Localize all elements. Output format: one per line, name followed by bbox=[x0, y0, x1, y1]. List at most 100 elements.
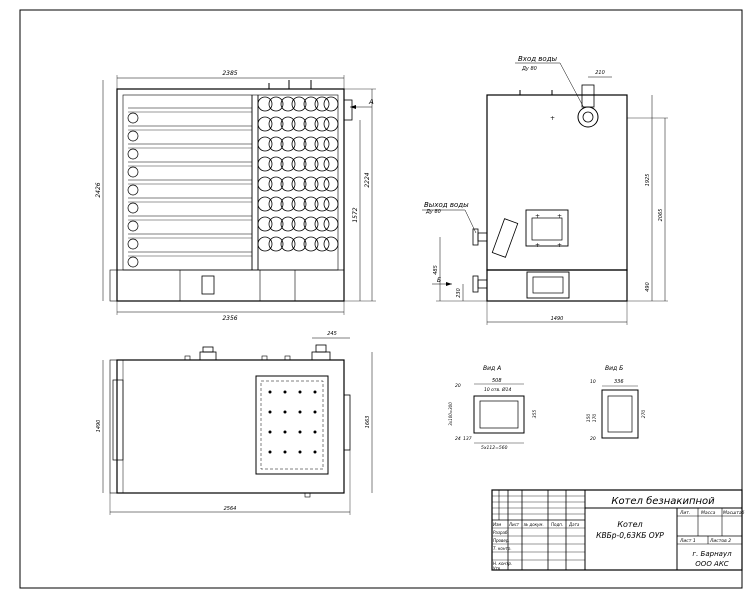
view-a: Вид А 508 10 отв. Ø14 3х100=300 355 24 1… bbox=[448, 365, 538, 451]
header-tube bbox=[127, 202, 139, 214]
tube bbox=[268, 156, 284, 172]
tube bbox=[314, 96, 330, 112]
tube bbox=[268, 96, 284, 112]
view-b-dim-270: 270 bbox=[641, 410, 647, 419]
view-b-title: Вид Б bbox=[605, 365, 623, 372]
tube bbox=[314, 236, 330, 252]
view-a-dim-20: 20 bbox=[455, 383, 461, 389]
ash-door bbox=[201, 275, 215, 295]
tube bbox=[280, 216, 296, 232]
tb-product: Котел безнакипной bbox=[611, 495, 715, 507]
tube bbox=[280, 156, 296, 172]
bolt-hole bbox=[283, 450, 287, 454]
tb-row-tkontr: Т. контр. bbox=[493, 546, 512, 551]
tb-col-izm: Изм bbox=[493, 522, 501, 527]
header-tube bbox=[127, 130, 139, 142]
tb-city: г. Барнаул bbox=[692, 550, 732, 558]
bolt-hole bbox=[268, 390, 272, 394]
dim-front-width-top: 2385 bbox=[222, 70, 237, 77]
bolt-hole bbox=[313, 410, 317, 414]
tube bbox=[257, 216, 273, 232]
tube bbox=[303, 136, 319, 152]
dim-245: 245 bbox=[327, 331, 337, 337]
dim-1663: 1663 bbox=[365, 416, 371, 429]
tube bbox=[257, 96, 273, 112]
side-view: + + + + + Вход воды Ду 80 Выход воды Ду … bbox=[422, 55, 668, 325]
bolt-hole bbox=[313, 390, 317, 394]
tube bbox=[323, 216, 339, 232]
tube bbox=[323, 116, 339, 132]
tube bbox=[257, 176, 273, 192]
plan-view-casing bbox=[116, 359, 345, 494]
front-view-casing bbox=[116, 88, 345, 302]
tube bbox=[257, 116, 273, 132]
tube bbox=[323, 196, 339, 212]
tube bbox=[291, 176, 307, 192]
tube bbox=[280, 96, 296, 112]
tube bbox=[257, 136, 273, 152]
tube bbox=[268, 196, 284, 212]
tb-col-date: Дата bbox=[568, 522, 580, 527]
tube bbox=[291, 156, 307, 172]
dim-1925: 1925 bbox=[645, 174, 651, 187]
tb-col-sign: Подп. bbox=[551, 522, 563, 527]
dim-230: 230 bbox=[456, 288, 462, 298]
view-a-dim-bottom: 5х112=560 bbox=[481, 445, 508, 451]
dim-485: 485 bbox=[433, 265, 439, 275]
tube bbox=[268, 176, 284, 192]
dim-front-height-1572: 1572 bbox=[352, 207, 359, 222]
tube bbox=[291, 116, 307, 132]
bolt-hole bbox=[283, 390, 287, 394]
tube bbox=[257, 196, 273, 212]
tb-name-2: КВБр-0,63КБ ОУР bbox=[596, 531, 664, 540]
header-tube bbox=[127, 112, 139, 124]
tube bbox=[268, 236, 284, 252]
tube bbox=[257, 156, 273, 172]
tb-name-1: Котел bbox=[617, 520, 642, 529]
svg-text:+: + bbox=[550, 115, 555, 122]
arrow-b-label: Б bbox=[437, 277, 441, 284]
tube bbox=[257, 236, 273, 252]
tb-hdr-lit: Лит. bbox=[679, 510, 690, 516]
dim-210: 210 bbox=[595, 70, 605, 76]
header-tube bbox=[127, 256, 139, 268]
view-a-dim-top: 508 bbox=[492, 378, 502, 384]
svg-text:+: + bbox=[557, 242, 562, 249]
tb-hdr-mass: Масса bbox=[701, 510, 716, 516]
tube bbox=[323, 156, 339, 172]
dim-front-height-2224: 2224 bbox=[364, 172, 371, 187]
tube bbox=[291, 196, 307, 212]
bolt-hole bbox=[298, 450, 302, 454]
tb-col-list: Лист bbox=[508, 522, 520, 527]
view-b-dim-20: 20 bbox=[590, 436, 596, 442]
tube bbox=[280, 196, 296, 212]
tube bbox=[291, 96, 307, 112]
tube bbox=[314, 196, 330, 212]
fire-door bbox=[525, 209, 569, 247]
dim-2564: 2564 bbox=[224, 506, 237, 512]
tb-company: ООО АКС bbox=[695, 560, 729, 568]
header-tube bbox=[127, 166, 139, 178]
bolt-hole bbox=[283, 430, 287, 434]
dim-front-height: 2426 bbox=[95, 182, 102, 197]
plan-bolt-holes bbox=[268, 390, 317, 454]
tube bbox=[303, 196, 319, 212]
tube bbox=[303, 116, 319, 132]
header-tube bbox=[127, 238, 139, 250]
tube bbox=[303, 236, 319, 252]
header-tube bbox=[127, 220, 139, 232]
dim-plan-1490: 1490 bbox=[96, 420, 102, 433]
bolt-hole bbox=[298, 390, 302, 394]
tube bbox=[291, 216, 307, 232]
tube bbox=[323, 176, 339, 192]
header-tube bbox=[127, 184, 139, 196]
tb-col-doc: № докум. bbox=[523, 522, 544, 527]
view-a-dim-137: 137 bbox=[463, 436, 472, 442]
tube bbox=[280, 136, 296, 152]
front-view: 2385 2356 2426 2224 1572 A bbox=[95, 70, 376, 322]
svg-text:+: + bbox=[557, 213, 562, 220]
tube bbox=[303, 156, 319, 172]
water-out-label: Выход воды bbox=[424, 201, 469, 209]
view-b-dim-10: 10 bbox=[590, 379, 596, 385]
